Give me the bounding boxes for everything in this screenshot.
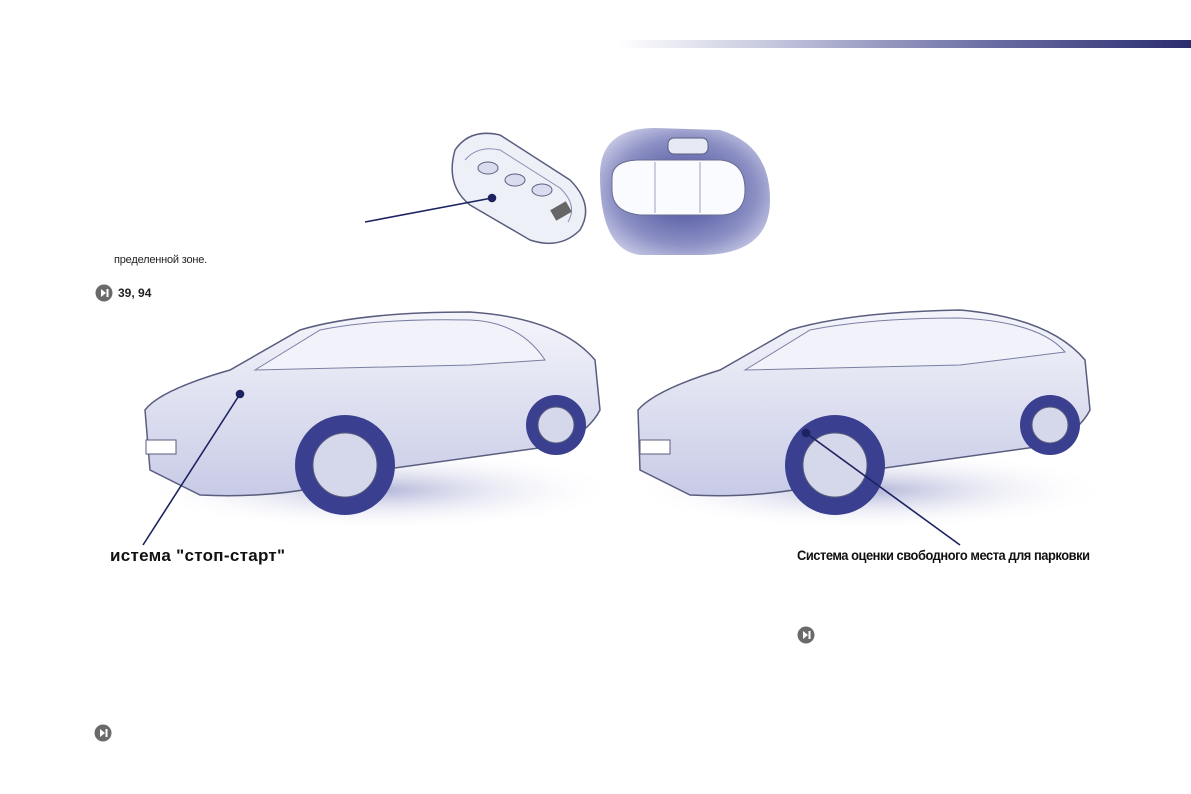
keyless-caption-fragment: пределенной зоне. <box>114 254 208 266</box>
next-page-icon[interactable] <box>94 724 112 742</box>
stop-start-title: истема "стоп-старт" <box>110 546 286 565</box>
keyless-page-refs[interactable]: 39, 94 <box>118 286 152 300</box>
callout-lines <box>142 193 961 546</box>
next-page-icon[interactable] <box>797 626 815 644</box>
sedan-illustration <box>140 311 620 530</box>
header-accent-bar <box>618 40 1191 48</box>
estate-car-illustration <box>630 309 1110 530</box>
detection-zone-illustration <box>600 128 770 255</box>
key-fob-illustration <box>451 132 587 245</box>
next-page-icon[interactable] <box>95 284 113 302</box>
parking-space-title: Система оценки свободного места для парк… <box>797 547 1090 563</box>
